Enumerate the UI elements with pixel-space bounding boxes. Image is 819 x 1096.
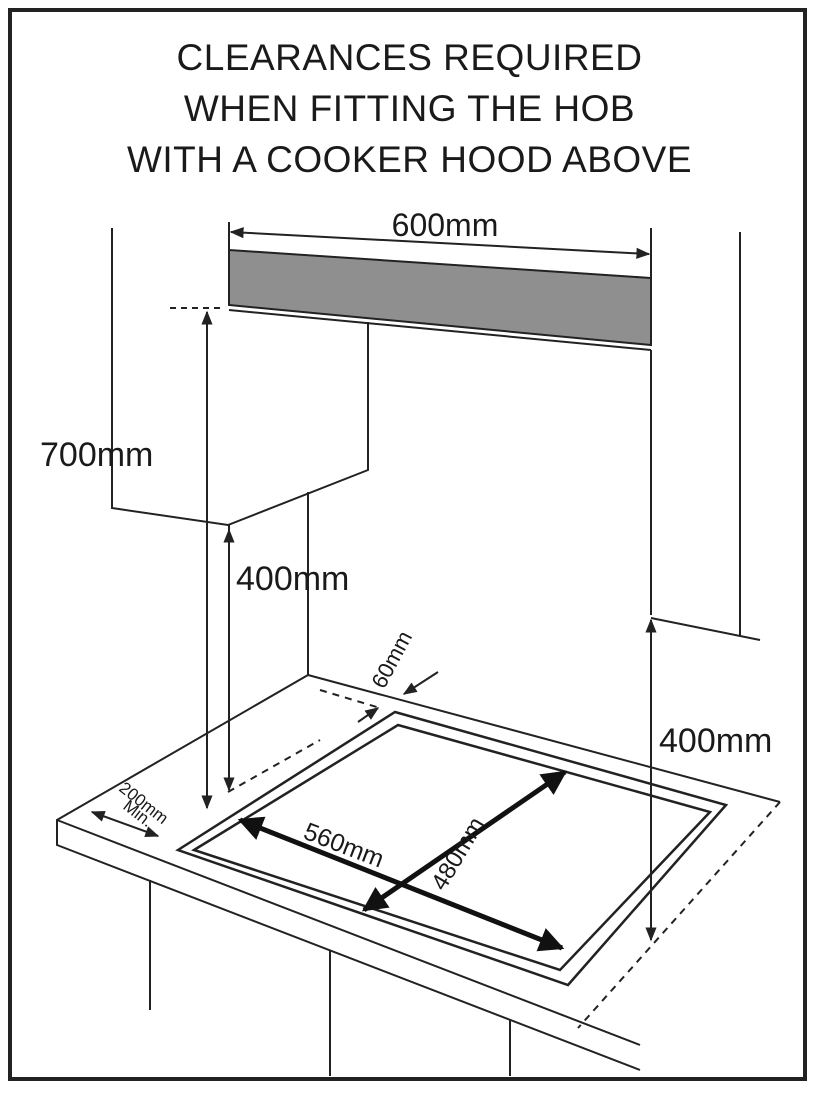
dim-hood-height: 700mm [40,307,222,810]
dim-hood-width: 600mm [229,207,651,259]
label-480mm: 480mm [426,813,490,896]
dashed-clearance-lines [227,689,781,1029]
title-line-1: CLEARANCES REQUIRED [176,37,643,78]
label-400mm-left: 400mm [236,560,349,598]
dim-cutout-depth: 480mm [361,769,568,913]
dim-cabinet-clearance-right: 400mm [645,618,772,942]
title-line-2: WHEN FITTING THE HOB [183,88,636,129]
dim-front-clearance: 200mm Min. [90,778,172,837]
guide-lines [228,222,652,675]
label-400mm-right: 400mm [659,722,772,760]
dim-cabinet-clearance-left: 400mm [223,528,349,792]
right-wall-cabinet [650,232,761,641]
label-600mm: 600mm [392,207,499,243]
cooker-hood [228,248,652,351]
diagram-title: CLEARANCES REQUIRED WHEN FITTING THE HOB… [0,32,819,185]
title-line-3: WITH A COOKER HOOD ABOVE [126,139,693,180]
label-700mm: 700mm [40,436,153,474]
label-560mm: 560mm [300,817,388,873]
label-60mm: 60mm [366,627,417,693]
